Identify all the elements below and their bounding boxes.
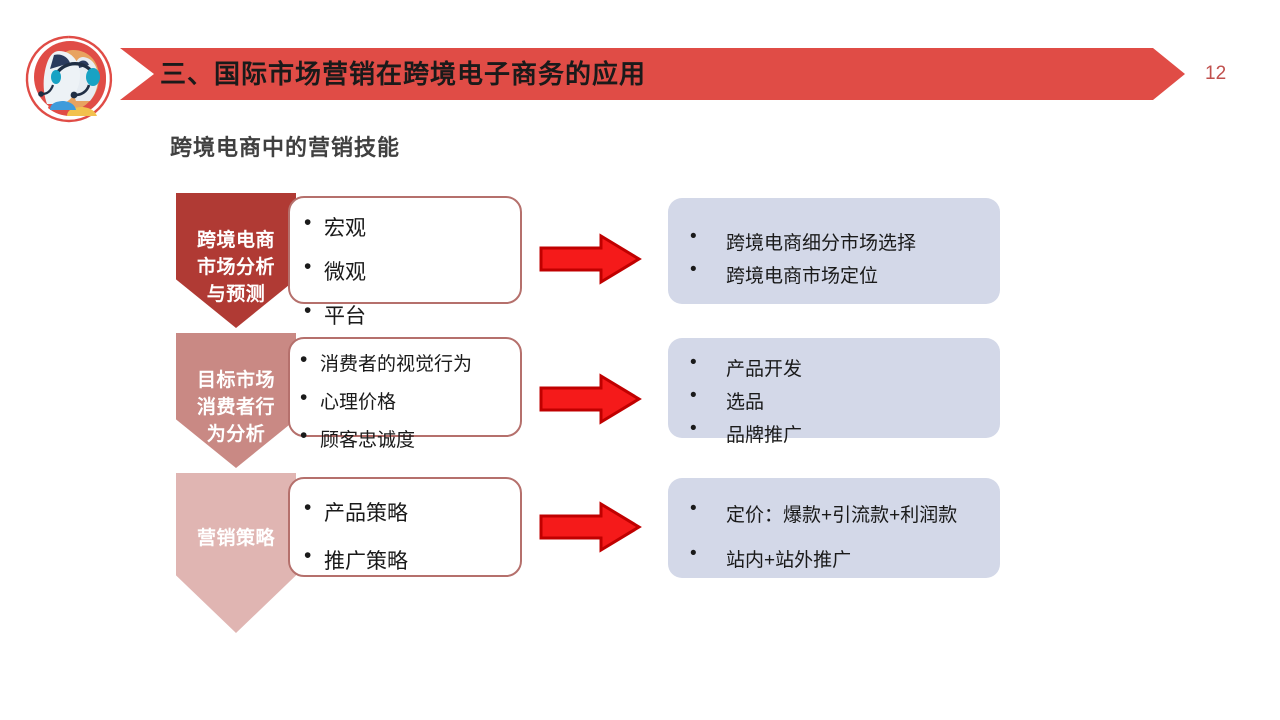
flow-arrow-2 xyxy=(538,372,642,426)
list-item: 宏观 xyxy=(300,211,520,242)
page-title: 三、国际市场营销在跨境电子商务的应用 xyxy=(160,59,647,89)
stage-chevron-label-2: 目标市场消费者行为分析 xyxy=(176,367,296,448)
title-banner xyxy=(120,48,1185,100)
outcome-list-2: 产品开发 选品 品牌推广 xyxy=(668,352,1000,447)
detail-box-1: 宏观 微观 平台 xyxy=(288,196,522,328)
detail-box-3: 产品策略 推广策略 xyxy=(288,477,522,577)
list-item: 推广策略 xyxy=(300,544,520,575)
page-number: 12 xyxy=(1205,63,1227,84)
outcome-list-3: 定价：爆款+引流款+利润款 站内+站外推广 xyxy=(668,498,1000,572)
list-item: 定价：爆款+引流款+利润款 xyxy=(668,498,1000,527)
flow-arrow-1 xyxy=(538,232,642,286)
list-item: 心理价格 xyxy=(296,386,520,414)
stage-chevron-label-1: 跨境电商市场分析与预测 xyxy=(176,227,296,308)
customer-service-headset-logo xyxy=(23,33,115,125)
list-item: 站内+站外推广 xyxy=(668,543,1000,572)
chevron-line: 消费者行 xyxy=(196,397,275,418)
outcome-list-1: 跨境电商细分市场选择 跨境电商市场定位 xyxy=(668,226,1000,288)
list-item: 产品开发 xyxy=(668,352,1000,381)
detail-list-1: 宏观 微观 平台 xyxy=(300,211,520,330)
list-item: 品牌推广 xyxy=(668,418,1000,447)
slide-header: 三、国际市场营销在跨境电子商务的应用 12 xyxy=(0,0,1280,130)
list-item: 跨境电商市场定位 xyxy=(668,259,1000,288)
list-item: 选品 xyxy=(668,385,1000,414)
flow-arrow-3 xyxy=(538,500,642,554)
section-subtitle: 跨境电商中的营销技能 xyxy=(170,135,401,160)
outcome-box-2: 产品开发 选品 品牌推广 xyxy=(668,338,1000,446)
stage-chevron-3 xyxy=(176,473,296,633)
detail-list-2: 消费者的视觉行为 心理价格 顾客忠诚度 xyxy=(296,348,520,452)
chevron-line: 为分析 xyxy=(206,424,266,445)
chevron-line: 与预测 xyxy=(206,284,266,305)
list-item: 平台 xyxy=(300,299,520,330)
outcome-box-1: 跨境电商细分市场选择 跨境电商市场定位 xyxy=(668,198,1000,304)
chevron-line: 目标市场 xyxy=(196,370,275,391)
outcome-box-3: 定价：爆款+引流款+利润款 站内+站外推广 xyxy=(668,478,1000,578)
chevron-line: 跨境电商 xyxy=(196,230,275,251)
list-item: 跨境电商细分市场选择 xyxy=(668,226,1000,255)
stage-chevron-label-3: 营销策略 xyxy=(176,525,296,552)
chevron-line: 营销策略 xyxy=(196,528,275,549)
list-item: 产品策略 xyxy=(300,496,520,527)
detail-box-2: 消费者的视觉行为 心理价格 顾客忠诚度 xyxy=(288,337,522,451)
detail-list-3: 产品策略 推广策略 xyxy=(300,496,520,575)
list-item: 消费者的视觉行为 xyxy=(296,348,520,376)
list-item: 微观 xyxy=(300,255,520,286)
list-item: 顾客忠诚度 xyxy=(296,424,520,452)
chevron-line: 市场分析 xyxy=(196,257,275,278)
